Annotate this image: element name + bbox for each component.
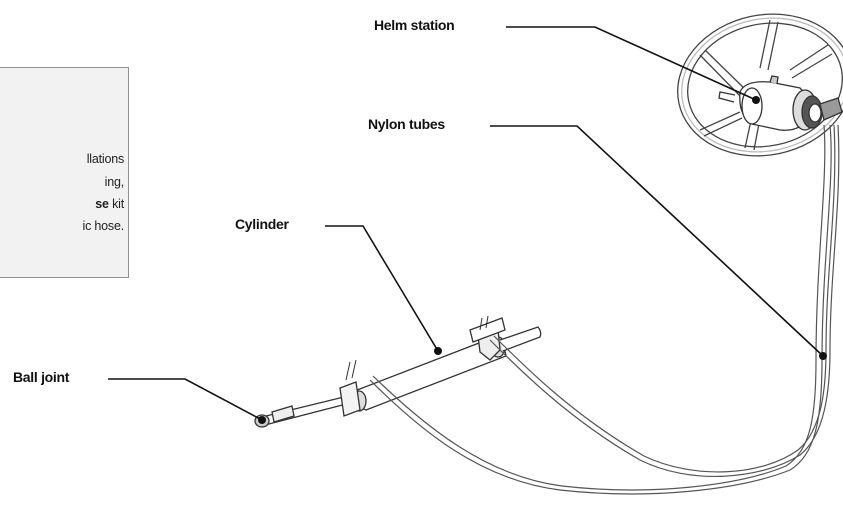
leader-dots — [258, 96, 827, 424]
leader-lines — [108, 26, 824, 421]
dot-helm-station — [752, 96, 760, 104]
leader-cylinder — [325, 225, 439, 352]
label-nylon-tubes: Nylon tubes — [368, 116, 445, 132]
leader-ball-joint — [108, 378, 263, 421]
leader-nylon-tubes — [490, 125, 824, 357]
helm-pump — [718, 75, 843, 131]
label-cylinder: Cylinder — [235, 216, 289, 232]
nylon-tubes — [369, 124, 840, 495]
note-line-2: ing, — [104, 175, 125, 189]
note-line-4: ic hose. — [82, 219, 125, 233]
note-line-1: llations — [86, 152, 125, 166]
dot-cylinder — [434, 347, 442, 355]
note-line-3: se kit — [95, 197, 124, 211]
note-line-3-rest: kit — [108, 197, 124, 211]
leader-helm-station — [506, 26, 757, 101]
dot-ball-joint — [258, 416, 266, 424]
cylinder-assembly — [254, 315, 542, 428]
label-ball-joint: Ball joint — [13, 369, 70, 385]
label-helm-station: Helm station — [374, 17, 455, 33]
dot-nylon-tubes — [819, 352, 827, 360]
note-line-3-bold: se — [95, 197, 109, 211]
info-note-box: llations ing, se kit ic hose. — [0, 67, 129, 278]
